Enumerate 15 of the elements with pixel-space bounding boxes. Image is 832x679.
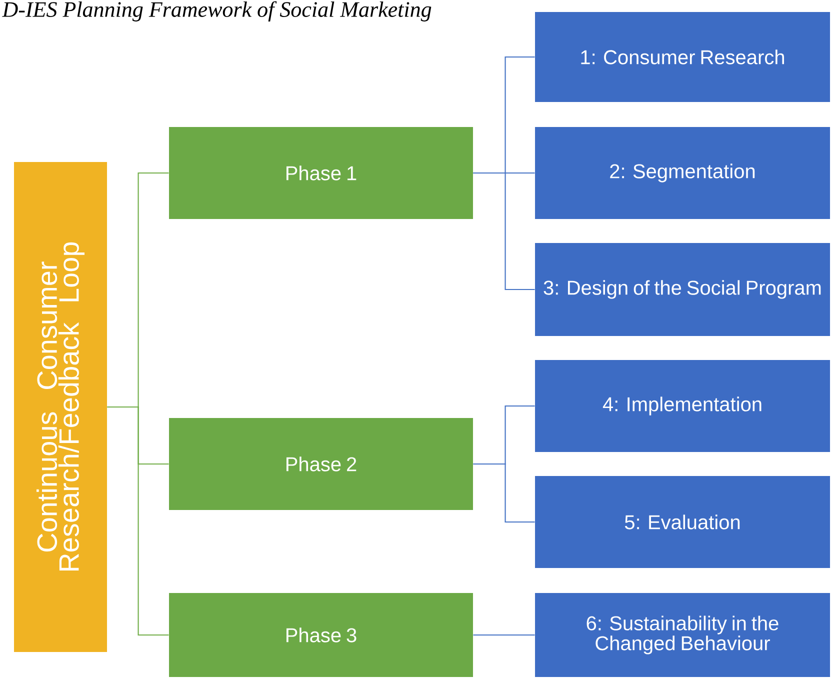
connector [473,634,535,636]
connector [473,172,535,290]
step-box: 2: Segmentation [535,127,830,219]
phase-box: Phase 2 [169,418,473,510]
step-box: 1: Consumer Research [535,12,830,102]
connector [107,406,169,636]
loop-bar: Continuous Consumer Research/Feedback Loop [14,162,107,652]
step-box: 5: Evaluation [535,476,830,568]
step-box: 4: Implementation [535,360,830,452]
phase-box: Phase 1 [169,127,473,219]
connector [473,463,535,523]
title: D-IES Planning Framework of Social Marketing [2,1,432,22]
step-box: 6: Sustainability in the Changed Behaviour [535,593,830,677]
step-box: 3: Design of the Social Program [535,243,830,336]
phase-box: Phase 3 [169,593,473,677]
